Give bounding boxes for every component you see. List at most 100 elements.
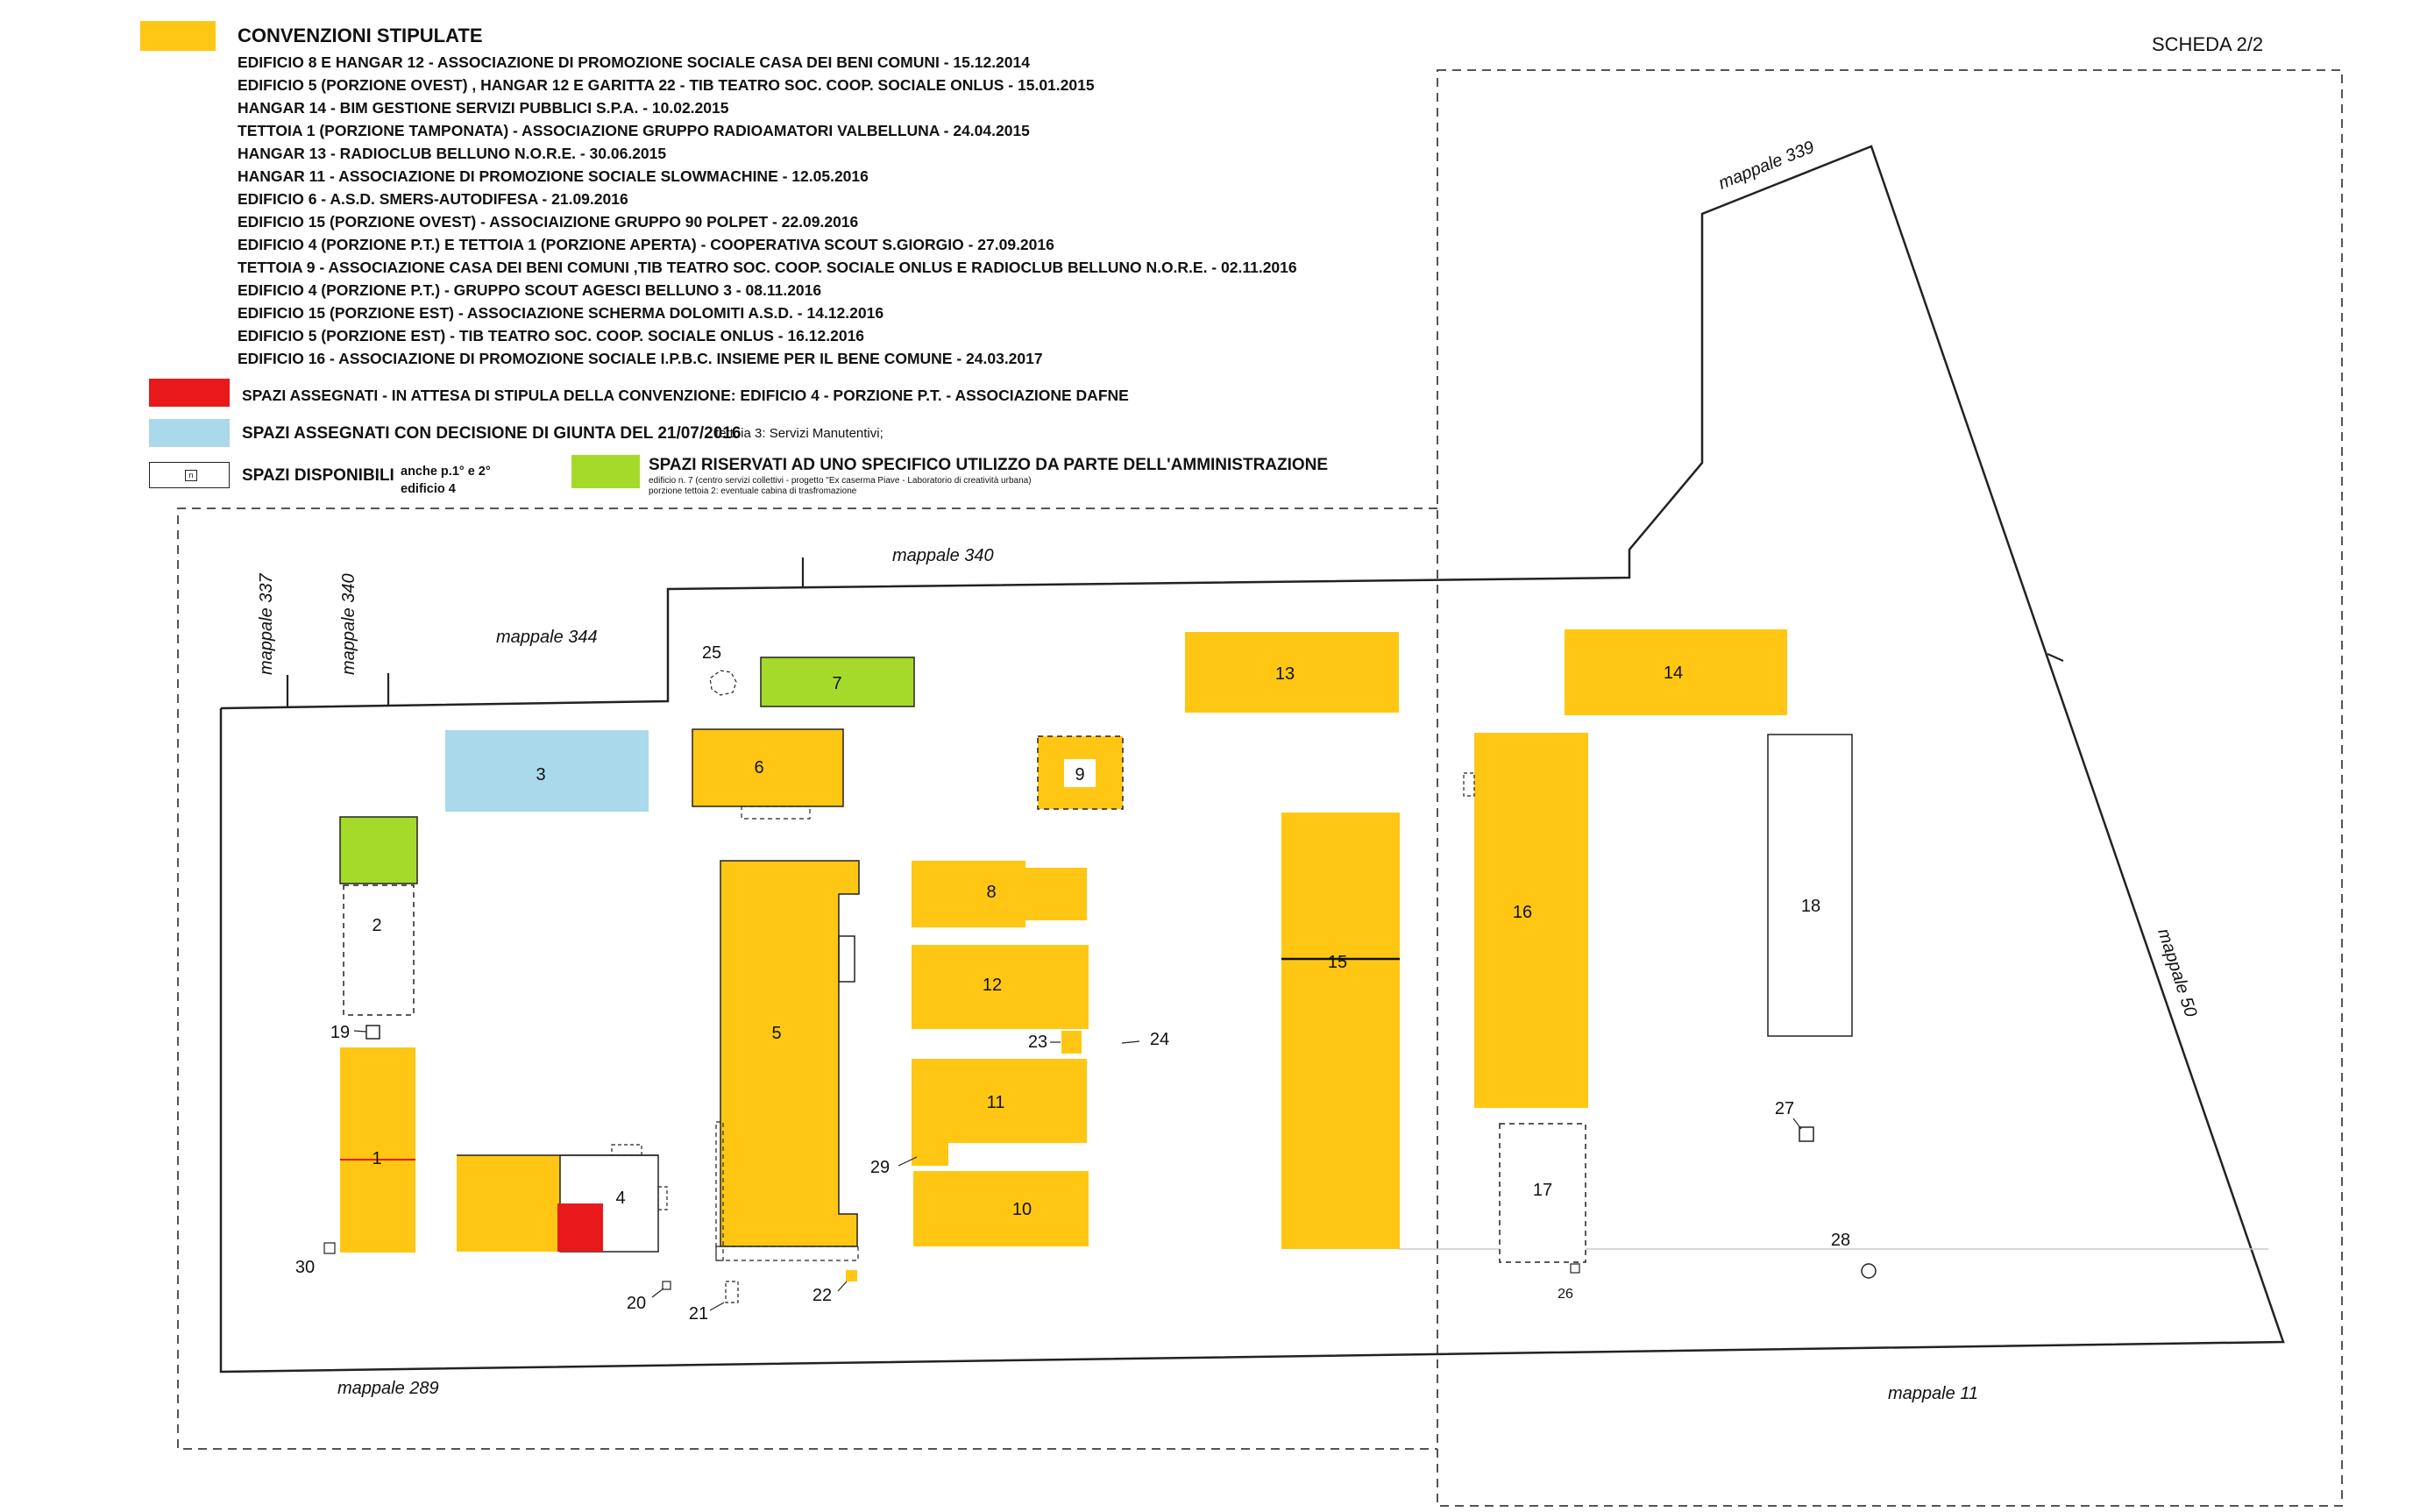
building-label: 28 xyxy=(1831,1231,1850,1250)
parcel-label: mappale 289 xyxy=(337,1379,439,1398)
building-22[interactable] xyxy=(846,1270,857,1281)
building-23[interactable] xyxy=(1061,1031,1082,1054)
building-13[interactable] xyxy=(1185,632,1399,713)
parcel-label: mappale 340 xyxy=(892,546,994,565)
leader-24 xyxy=(1121,1040,1140,1044)
parcel-label: mappale 50 xyxy=(2154,926,2200,1019)
building-2-reserved-portion[interactable] xyxy=(339,816,418,884)
building-12[interactable] xyxy=(912,945,1089,1029)
building-label: 13 xyxy=(1275,664,1295,684)
building-label: 30 xyxy=(295,1258,315,1277)
building-label: 27 xyxy=(1775,1099,1794,1118)
building-8[interactable] xyxy=(912,861,1087,927)
building-label: 10 xyxy=(1012,1200,1032,1219)
building-5-porch-bottom xyxy=(715,1246,859,1261)
building-label: 9 xyxy=(1075,765,1084,784)
tick xyxy=(2047,652,2064,663)
building-label: 25 xyxy=(702,643,721,663)
building-5[interactable] xyxy=(720,860,860,1247)
building-17[interactable] xyxy=(1499,1123,1586,1263)
list-item: HANGAR 11 - ASSOCIAZIONE DI PROMOZIONE S… xyxy=(238,167,869,185)
building-label: 4 xyxy=(615,1189,625,1208)
building-label: 22 xyxy=(813,1286,832,1305)
legend-giunta-note: tettoia 3: Servizi Manutentivi; xyxy=(715,426,883,441)
parcel-label: mappale 337 xyxy=(257,572,276,675)
building-4-porch-right xyxy=(657,1186,668,1210)
building-label: 18 xyxy=(1801,897,1820,916)
building-label: 21 xyxy=(689,1304,708,1324)
swatch-stipulated xyxy=(140,21,216,51)
building-10[interactable] xyxy=(913,1171,1089,1246)
building-18[interactable] xyxy=(1767,734,1853,1037)
list-item: TETTOIA 9 - ASSOCIAZIONE CASA DEI BENI C… xyxy=(238,259,1297,276)
building-label: 7 xyxy=(832,674,841,693)
list-item: EDIFICIO 15 (PORZIONE OVEST) - ASSOCIAIZ… xyxy=(238,213,859,231)
building-label: 15 xyxy=(1328,953,1347,972)
building-6[interactable] xyxy=(692,728,844,807)
legend-stipulated-list: EDIFICIO 8 E HANGAR 12 - ASSOCIAZIONE DI… xyxy=(238,51,1297,370)
leader-29 xyxy=(898,1156,918,1167)
building-30[interactable] xyxy=(323,1242,336,1254)
list-item: EDIFICIO 6 - A.S.D. SMERS-AUTODIFESA - 2… xyxy=(238,190,628,208)
leader-22 xyxy=(837,1281,848,1292)
building-26[interactable] xyxy=(1570,1263,1580,1274)
parcel-label: mappale 340 xyxy=(339,573,358,675)
building-14[interactable] xyxy=(1565,629,1787,715)
list-item: EDIFICIO 5 (PORZIONE OVEST) , HANGAR 12 … xyxy=(238,76,1095,94)
building-label: 12 xyxy=(983,976,1002,995)
building-25[interactable] xyxy=(709,670,737,696)
sheet-frames xyxy=(177,69,2343,1507)
building-label: 29 xyxy=(870,1158,890,1177)
swatch-available: n xyxy=(149,462,230,488)
leader-27 xyxy=(1792,1118,1802,1130)
legend-reserved-text: SPAZI RISERVATI AD UNO SPECIFICO UTILIZZ… xyxy=(649,456,1329,474)
list-item: EDIFICIO 8 E HANGAR 12 - ASSOCIAZIONE DI… xyxy=(238,53,1030,71)
building-15[interactable] xyxy=(1281,813,1400,1249)
building-label: 17 xyxy=(1533,1181,1552,1200)
building-4[interactable] xyxy=(457,1155,560,1252)
building-21[interactable] xyxy=(725,1281,739,1303)
building-label: 8 xyxy=(986,883,996,902)
building-label: 19 xyxy=(330,1023,350,1042)
building-3[interactable] xyxy=(445,730,649,812)
swatch-pending xyxy=(149,379,230,407)
legend-available-note-1: anche p.1° e 2° xyxy=(401,465,491,479)
list-item: EDIFICIO 15 (PORZIONE EST) - ASSOCIAZION… xyxy=(238,304,884,322)
building-label: 14 xyxy=(1664,664,1683,683)
sheet-label: SCHEDA 2/2 xyxy=(2152,33,2264,55)
frame-right xyxy=(1437,69,2343,1507)
building-label: 26 xyxy=(1558,1287,1573,1302)
building-19[interactable] xyxy=(365,1025,380,1040)
building-label: 11 xyxy=(987,1093,1005,1112)
building-6-porch xyxy=(741,806,811,820)
site-boundary xyxy=(219,145,2285,1374)
building-1[interactable] xyxy=(340,1047,415,1253)
building-27[interactable] xyxy=(1799,1126,1814,1142)
building-label: 23 xyxy=(1028,1033,1047,1052)
building-4-pending-portion[interactable] xyxy=(557,1203,603,1252)
leader-21 xyxy=(709,1302,725,1311)
leader-19 xyxy=(353,1030,367,1033)
legend-reserved-note-2: porzione tettoia 2: eventuale cabina di … xyxy=(649,486,857,496)
building-28[interactable] xyxy=(1861,1263,1877,1279)
building-20[interactable] xyxy=(662,1281,671,1290)
building-4-porch-top xyxy=(611,1144,642,1156)
list-item: EDIFICIO 5 (PORZIONE EST) - TIB TEATRO S… xyxy=(238,327,865,344)
legend-available-text: SPAZI DISPONIBILI xyxy=(242,466,394,485)
frame-left xyxy=(177,508,1437,1450)
building-29[interactable] xyxy=(912,1143,948,1166)
building-5-porch xyxy=(715,1121,724,1261)
building-7[interactable] xyxy=(760,657,915,707)
list-item: EDIFICIO 16 - ASSOCIAZIONE DI PROMOZIONE… xyxy=(238,350,1043,367)
building-label: 16 xyxy=(1513,903,1532,922)
swatch-reserved xyxy=(571,455,640,488)
legend-stipulated-title: CONVENZIONI STIPULATE xyxy=(238,25,483,46)
boundary-ticks xyxy=(286,557,2064,708)
legend-giunta-text: SPAZI ASSEGNATI CON DECISIONE DI GIUNTA … xyxy=(242,424,742,443)
building-2[interactable] xyxy=(343,884,415,1016)
swatch-giunta xyxy=(149,419,230,447)
building-16[interactable] xyxy=(1474,733,1588,1108)
building-11[interactable] xyxy=(912,1059,1087,1143)
